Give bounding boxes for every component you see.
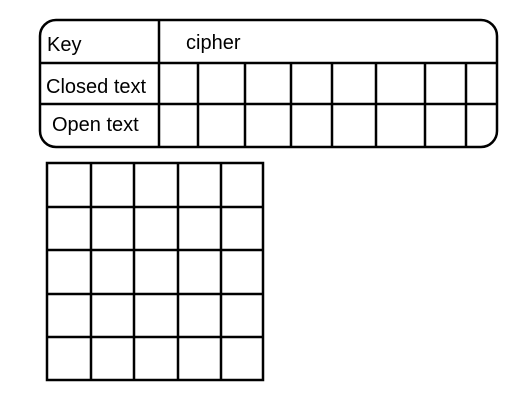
square-grid [45,161,265,382]
key-value: cipher [186,32,241,54]
open-text-label: Open text [52,114,139,136]
cipher-column-dividers [196,63,468,147]
grid-lines [47,163,263,380]
closed-text-label: Closed text [46,76,146,98]
grid-border [45,161,265,382]
cipher-table-border [38,18,499,149]
cipher-table: Key cipher Closed text Open text [38,18,499,149]
key-label: Key [47,34,81,56]
